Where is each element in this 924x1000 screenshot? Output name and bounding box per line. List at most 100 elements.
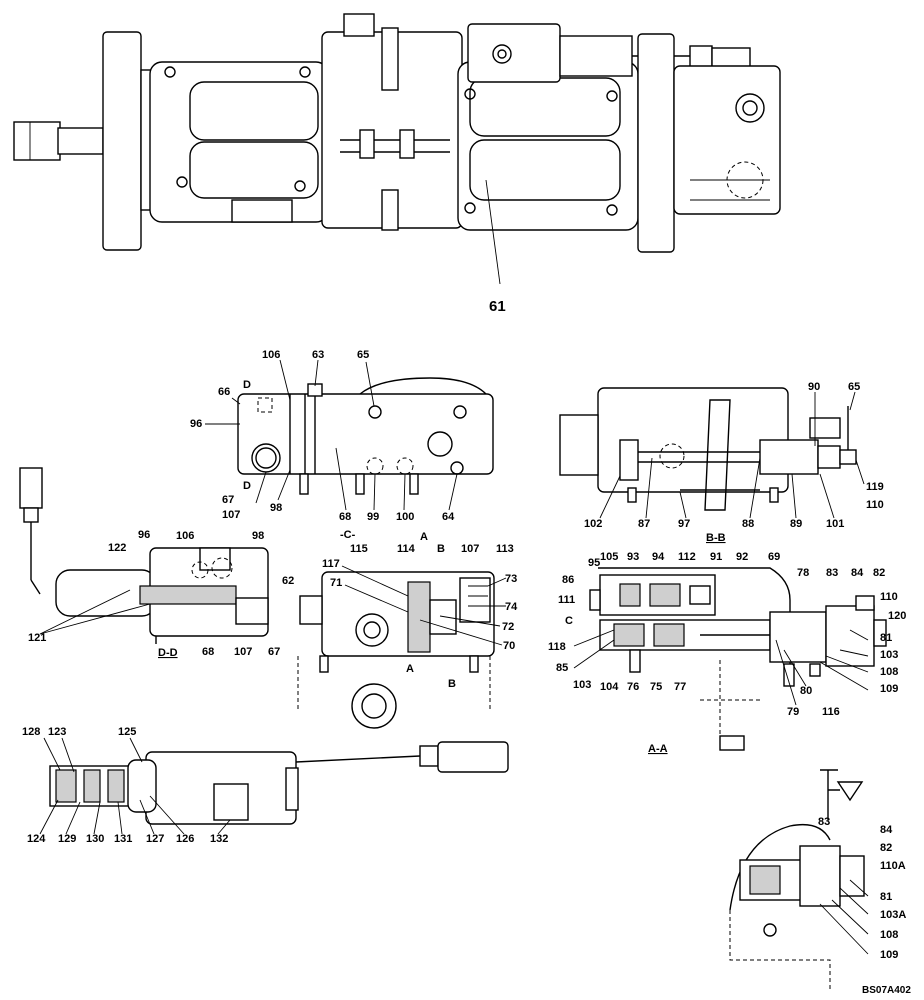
- label-det-103a: 103A: [880, 909, 906, 921]
- label-c-63: 63: [312, 349, 324, 361]
- label-aa-77: 77: [674, 681, 686, 693]
- label-61: 61: [489, 298, 506, 315]
- label-bb-110: 110: [866, 499, 884, 511]
- label-sol-132: 132: [210, 833, 228, 845]
- label-aa-86: 86: [562, 574, 574, 586]
- label-c-d-bottom: D: [243, 480, 251, 492]
- label-dd-68: 68: [202, 646, 214, 658]
- view-dd-section: [19, 467, 269, 644]
- view-aa-section: [589, 567, 887, 751]
- main-pump-assembly: [13, 13, 781, 253]
- label-aa-94: 94: [652, 551, 665, 563]
- label-sol-127: 127: [146, 833, 164, 845]
- label-aa-82: 82: [873, 567, 885, 579]
- label-c-64: 64: [442, 511, 455, 523]
- label-dd-106: 106: [176, 530, 194, 542]
- callout-labels: 106 63 65 66 D 96 D 67 107 98 68 99 100 …: [22, 349, 911, 996]
- label-aa-118: 118: [548, 641, 566, 653]
- label-aa-108: 108: [880, 666, 898, 678]
- label-sol-124: 124: [27, 833, 46, 845]
- label-bb-90: 90: [808, 381, 820, 393]
- view-c-title: -C-: [340, 529, 356, 541]
- label-dd-121: 121: [28, 632, 46, 644]
- label-aa-112: 112: [678, 551, 696, 563]
- label-sol-125: 125: [118, 726, 136, 738]
- label-sol-131: 131: [114, 833, 132, 845]
- label-aa-75: 75: [650, 681, 662, 693]
- label-aa-79: 79: [787, 706, 799, 718]
- label-aam-73: 73: [505, 573, 517, 585]
- view-aa-middle-section: [297, 571, 495, 729]
- label-aam-b-top: B: [437, 543, 445, 555]
- label-aa-103-right: 103: [880, 649, 898, 661]
- label-aa-80: 80: [800, 685, 812, 697]
- label-bb-88: 88: [742, 518, 754, 530]
- view-bb-title: B-B: [706, 532, 726, 544]
- label-aa-69: 69: [768, 551, 780, 563]
- label-aam-71: 71: [330, 577, 342, 589]
- label-aa-116: 116: [822, 706, 840, 718]
- label-det-81: 81: [880, 891, 892, 903]
- label-bb-87: 87: [638, 518, 650, 530]
- label-aa-84: 84: [851, 567, 864, 579]
- label-det-83: 83: [818, 816, 830, 828]
- label-c-98: 98: [270, 502, 282, 514]
- label-aam-117: 117: [322, 558, 340, 570]
- drawing-code: BS07A402: [862, 985, 911, 996]
- label-bb-101: 101: [826, 518, 844, 530]
- label-c-99: 99: [367, 511, 379, 523]
- solenoid-assembly: [49, 741, 509, 825]
- label-sol-129: 129: [58, 833, 76, 845]
- label-aa-83: 83: [826, 567, 838, 579]
- label-sol-130: 130: [86, 833, 104, 845]
- view-bb-section: [559, 387, 857, 511]
- label-aa-95: 95: [588, 557, 600, 569]
- label-c-66: 66: [218, 386, 230, 398]
- label-aa-110: 110: [880, 591, 898, 603]
- label-c-107: 107: [222, 509, 240, 521]
- label-dd-67: 67: [268, 646, 280, 658]
- label-aa-85: 85: [556, 662, 568, 674]
- label-sol-128: 128: [22, 726, 40, 738]
- label-aa-105: 105: [600, 551, 618, 563]
- view-dd-title: D-D: [158, 647, 178, 659]
- label-aa-92: 92: [736, 551, 748, 563]
- label-aa-111: 111: [558, 594, 575, 606]
- label-c-65: 65: [357, 349, 369, 361]
- label-aam-70: 70: [503, 640, 515, 652]
- label-aa-76: 76: [627, 681, 639, 693]
- label-c-106: 106: [262, 349, 280, 361]
- detail-view: [729, 769, 865, 990]
- label-c-100: 100: [396, 511, 414, 523]
- label-aam-b-bottom: B: [448, 678, 456, 690]
- label-aa-c: C: [565, 615, 573, 627]
- label-aam-a-top: A: [420, 531, 428, 543]
- label-sol-123: 123: [48, 726, 66, 738]
- label-aam-a-bottom: A: [406, 663, 414, 675]
- view-c-regulator: [237, 377, 494, 495]
- label-dd-107: 107: [234, 646, 252, 658]
- label-det-82: 82: [880, 842, 892, 854]
- label-c-67: 67: [222, 494, 234, 506]
- label-bb-97: 97: [678, 518, 690, 530]
- label-dd-98: 98: [252, 530, 264, 542]
- label-dd-122: 122: [108, 542, 126, 554]
- label-dd-96: 96: [138, 529, 150, 541]
- label-c-96: 96: [190, 418, 202, 430]
- label-aa-91: 91: [710, 551, 722, 563]
- label-det-109: 109: [880, 949, 898, 961]
- label-det-84: 84: [880, 824, 893, 836]
- label-sol-126: 126: [176, 833, 194, 845]
- label-bb-65: 65: [848, 381, 860, 393]
- label-aam-62: 62: [282, 575, 294, 587]
- label-aam-115: 115: [350, 543, 368, 555]
- label-aa-81: 81: [880, 632, 892, 644]
- label-aa-109: 109: [880, 683, 898, 695]
- label-c-d-top: D: [243, 379, 251, 391]
- label-aa-103-left: 103: [573, 679, 591, 691]
- label-c-68: 68: [339, 511, 351, 523]
- label-aa-104: 104: [600, 681, 619, 693]
- label-aam-113: 113: [496, 543, 514, 555]
- label-aa-78: 78: [797, 567, 809, 579]
